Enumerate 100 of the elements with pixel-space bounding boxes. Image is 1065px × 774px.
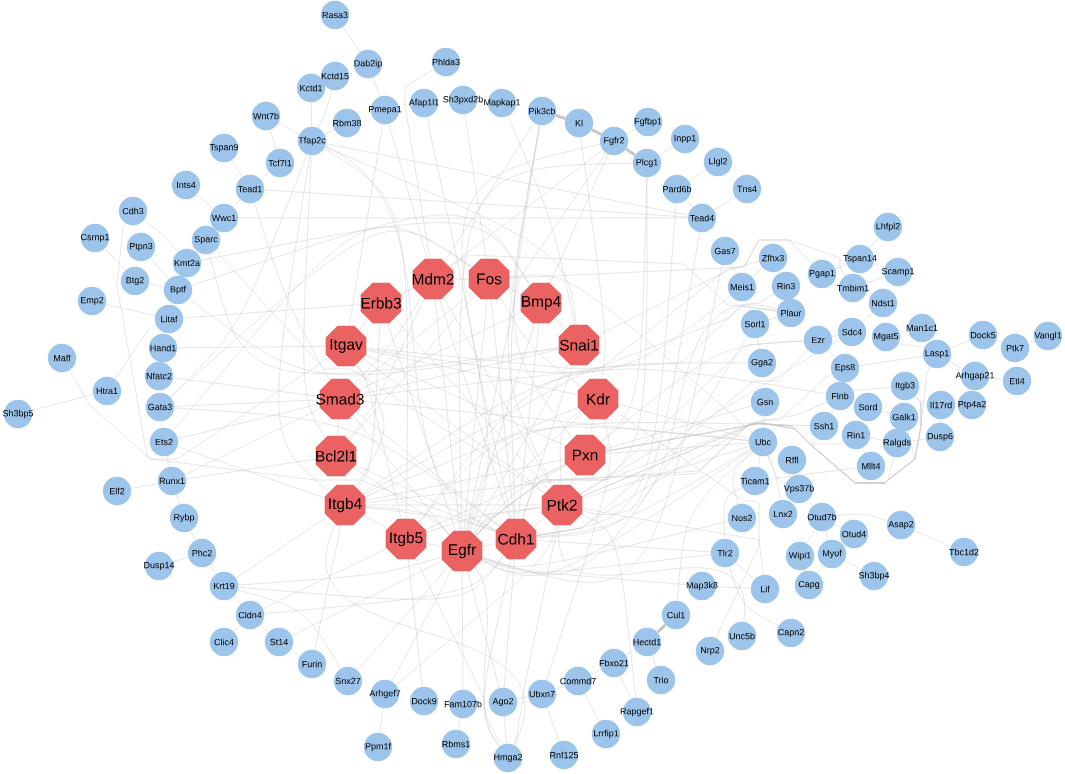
connection-line bbox=[144, 219, 178, 253]
circle-node: Gata3 bbox=[145, 392, 175, 422]
connection-line bbox=[605, 422, 894, 484]
circle-node: Kmt2a bbox=[172, 248, 202, 278]
connection-line bbox=[560, 410, 582, 485]
connection-line bbox=[131, 483, 158, 489]
circle-node: Zfhx3 bbox=[758, 243, 788, 273]
connection-line bbox=[366, 295, 731, 373]
circle-node: Dock9 bbox=[409, 686, 439, 716]
circle-node: Gas7 bbox=[710, 236, 740, 266]
circle-node: Tcf7l1 bbox=[265, 148, 295, 178]
connection-line bbox=[618, 404, 750, 439]
connection-line bbox=[233, 625, 241, 632]
circle-node: Otud4 bbox=[839, 519, 869, 549]
connection-line bbox=[260, 172, 270, 180]
circle-node: Scamp1 bbox=[881, 257, 914, 287]
circle-node: Ssh1 bbox=[809, 411, 839, 441]
connection-line bbox=[366, 305, 777, 370]
circle-node: Ezr bbox=[803, 325, 833, 355]
connection-line bbox=[324, 129, 335, 135]
connection-line bbox=[365, 354, 566, 447]
circle-node: Csrnp1 bbox=[80, 223, 110, 253]
circle-node: Runx1 bbox=[157, 466, 187, 496]
connection-line bbox=[231, 159, 243, 177]
connection-line bbox=[278, 122, 300, 135]
circle-node: Pgap1 bbox=[807, 259, 837, 289]
connection-line bbox=[176, 494, 180, 505]
connection-line bbox=[482, 264, 723, 583]
circle-node: Krt19 bbox=[209, 571, 239, 601]
connection-line bbox=[490, 299, 515, 519]
circle-node: Galk1 bbox=[889, 402, 919, 432]
circle-node: Nrp2 bbox=[695, 636, 725, 666]
connection-line bbox=[317, 89, 332, 129]
circle-node: Plcg1 bbox=[632, 148, 662, 178]
connection-line bbox=[365, 507, 496, 532]
connection-line bbox=[591, 128, 602, 136]
connection-line bbox=[439, 299, 510, 519]
connection-line bbox=[481, 449, 752, 576]
circle-node: Mgat5 bbox=[871, 322, 901, 352]
connection-line bbox=[752, 267, 763, 278]
circle-node: Hand1 bbox=[148, 333, 178, 363]
circle-node: Kl bbox=[564, 108, 594, 138]
circle-node: Hmga2 bbox=[493, 743, 523, 773]
connection-line bbox=[686, 199, 693, 208]
connection-line bbox=[449, 149, 603, 267]
circle-node: Wipi1 bbox=[785, 541, 815, 571]
connection-line bbox=[349, 294, 476, 441]
circle-node: Ptpn3 bbox=[126, 232, 156, 262]
connection-line bbox=[314, 525, 341, 651]
connection-line bbox=[605, 405, 752, 450]
connection-line bbox=[536, 401, 828, 536]
circle-node: Btg2 bbox=[120, 266, 150, 296]
connection-line bbox=[209, 253, 559, 374]
circle-node: Phc2 bbox=[187, 538, 217, 568]
connection-line bbox=[324, 148, 408, 519]
circle-node: Fam107b bbox=[444, 689, 482, 719]
circle-node: Mapkap1 bbox=[484, 88, 520, 118]
connection-line bbox=[584, 693, 600, 722]
connection-line bbox=[365, 459, 565, 501]
connection-line bbox=[516, 696, 529, 700]
connection-line bbox=[235, 516, 328, 579]
connection-line bbox=[899, 331, 909, 334]
connection-line bbox=[418, 426, 749, 524]
connection-line bbox=[513, 125, 573, 439]
connection-line bbox=[713, 196, 736, 211]
circle-node: Ticam1 bbox=[740, 466, 770, 496]
connection-line bbox=[183, 304, 361, 319]
circle-node: Ubc bbox=[748, 427, 778, 457]
circle-node: Ppm1f bbox=[363, 732, 393, 762]
connection-line bbox=[238, 556, 442, 586]
connection-line bbox=[499, 296, 582, 387]
connection-line bbox=[467, 422, 810, 531]
connection-line bbox=[598, 239, 846, 336]
circle-node: Rnf125 bbox=[549, 740, 579, 770]
connection-line bbox=[582, 508, 764, 575]
circle-node: Sdc4 bbox=[837, 317, 867, 347]
connection-line bbox=[177, 403, 320, 439]
connection-line bbox=[996, 340, 1002, 343]
connection-line bbox=[116, 223, 496, 532]
connection-line bbox=[418, 362, 748, 523]
connection-line bbox=[589, 419, 594, 435]
connection-line bbox=[356, 363, 402, 519]
octagon-node: Bmp4 bbox=[520, 282, 562, 324]
connection-line bbox=[659, 146, 673, 156]
connection-line bbox=[767, 455, 786, 484]
circle-node: Ago2 bbox=[488, 687, 518, 717]
circle-node: Asap2 bbox=[886, 510, 916, 540]
circle-node: Pmepa1 bbox=[369, 95, 402, 125]
connection-line bbox=[775, 449, 780, 453]
circle-node: Elf2 bbox=[102, 476, 132, 506]
connection-line bbox=[949, 361, 963, 369]
connection-line bbox=[459, 163, 633, 531]
connection-line bbox=[114, 324, 156, 380]
connection-line bbox=[898, 343, 925, 348]
circle-node: Llgl2 bbox=[703, 147, 733, 177]
connection-line bbox=[291, 560, 443, 636]
circle-node: Vangl1 bbox=[1033, 321, 1063, 351]
connection-line bbox=[362, 369, 826, 494]
connection-line bbox=[237, 589, 341, 669]
connection-line bbox=[862, 312, 873, 323]
